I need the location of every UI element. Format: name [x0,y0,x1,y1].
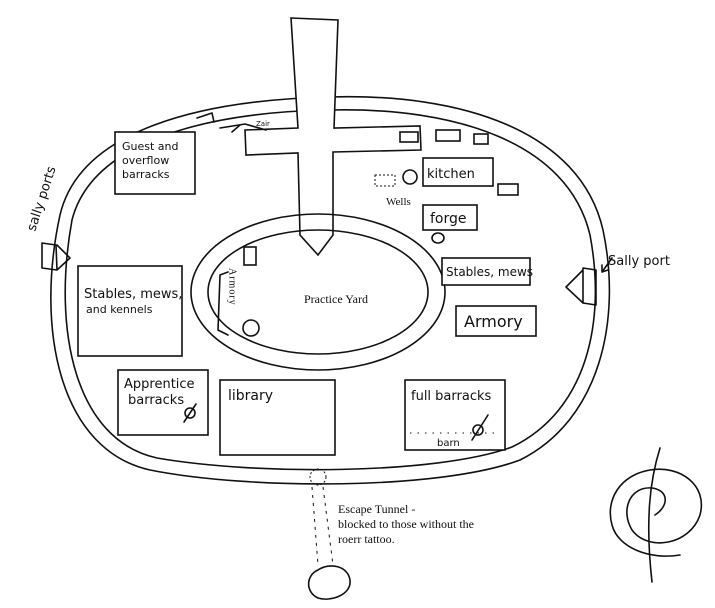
escape-label-2: blocked to those without the [338,517,474,531]
inner-wall [64,109,597,471]
stables-right-label: Stables, mews [446,265,533,279]
forge-label: forge [430,211,467,227]
practice-yard-inner [207,229,429,355]
yard-box [243,246,257,266]
outer-wall [50,95,611,485]
kitchen-label: kitchen [427,167,475,182]
sally-port-right-label: Sally port [608,254,670,269]
wells-label: Wells [386,196,411,208]
compass-spiral-icon [609,447,703,583]
guest-label-2: overflow [122,154,169,167]
inner-armory-label: Armory [227,268,238,306]
well-icon [431,232,445,244]
barn-label: barn [437,438,460,449]
well-icon [402,169,418,185]
sally-port-right [565,267,597,306]
small-building [399,131,419,143]
library-label: library [228,388,273,404]
guest-barracks [114,131,196,195]
inner-armory [217,271,229,336]
compass-mark-icon [183,403,197,423]
apprentice-label-2: barracks [128,393,184,408]
stables-left-label-2: and kennels [86,303,153,316]
small-building [473,133,489,145]
practice-yard-label: Practice Yard [304,292,368,306]
armory-right [455,305,537,337]
zair-label: Zair [256,120,270,128]
guest-label-1: Guest and [122,140,179,153]
stables-mews-right [441,257,531,286]
sally-ports-left-label: sally ports [25,164,60,233]
escape-tunnel [311,486,334,566]
tunnel-exit [307,565,351,600]
kitchen [422,157,494,187]
dashed-building [374,174,396,187]
apprentice-label-1: Apprentice [124,377,195,392]
central-keep [244,17,422,257]
full-barracks-label: full barracks [411,389,491,404]
compass-mark-icon [471,414,489,441]
practice-yard-outer [190,213,446,371]
escape-label-3: roerr tattoo. [338,532,395,546]
apprentice-barracks [117,369,209,436]
escape-label-1: Escape Tunnel - [338,502,415,516]
library [219,379,336,456]
small-building [497,183,519,196]
zair-icon [196,112,267,133]
tunnel-entrance [309,468,327,486]
guest-label-3: barracks [122,168,170,181]
stables-left-label-1: Stables, mews, [84,287,182,302]
stables-left [77,265,183,357]
sally-port-left [41,242,71,271]
arrow-icon [601,257,613,273]
armory-right-label: Armory [464,312,523,331]
well-icon [242,319,260,337]
forge [422,204,478,231]
small-building [435,129,461,142]
